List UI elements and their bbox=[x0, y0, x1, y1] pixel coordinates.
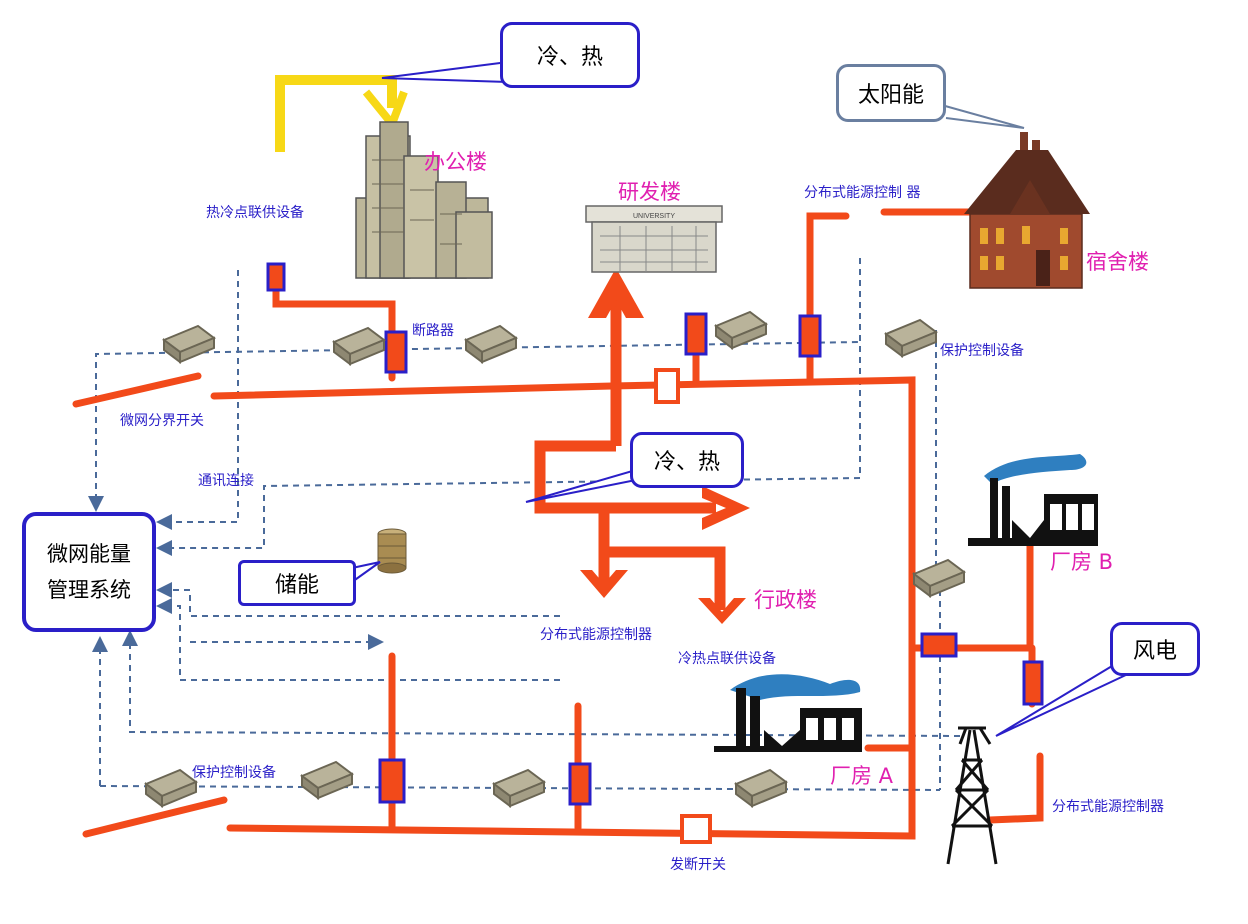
label-rnd: 研发楼 bbox=[618, 180, 681, 204]
svg-text:UNIVERSITY: UNIVERSITY bbox=[633, 213, 675, 220]
label-gen-switch: 发断开关 bbox=[670, 857, 726, 873]
protection-device-icon bbox=[161, 324, 217, 364]
label-admin: 行政楼 bbox=[754, 588, 817, 612]
label-protection-bottom: 保护控制设备 bbox=[192, 765, 276, 781]
label-factory-a: 厂房 A bbox=[830, 764, 894, 788]
callout-tails bbox=[351, 61, 1129, 737]
power-lines bbox=[72, 208, 1044, 840]
breaker-icon bbox=[798, 314, 822, 358]
ems-line-1: 微网能量 bbox=[47, 542, 131, 566]
breakers bbox=[266, 262, 1044, 844]
label-protection-right: 保护控制设备 bbox=[940, 343, 1024, 359]
wind-turbine-icon bbox=[946, 726, 998, 865]
protection-device-icon bbox=[491, 768, 547, 808]
label-boundary-switch: 微网分界开关 bbox=[120, 413, 204, 429]
arrow-heads bbox=[580, 268, 750, 624]
protection-device-icon bbox=[733, 768, 789, 808]
breaker-icon bbox=[1022, 660, 1044, 706]
label-comm-link: 通讯连接 bbox=[198, 473, 254, 489]
office-building-icon bbox=[355, 121, 493, 279]
callout-solar: 太阳能 bbox=[836, 64, 946, 122]
protection-devices bbox=[143, 310, 967, 808]
label-dist-ctrl-top: 分布式能源控制 器 bbox=[804, 185, 921, 201]
protection-device-icon bbox=[331, 326, 387, 366]
breaker-icon bbox=[378, 758, 406, 804]
label-chp-top: 热冷点联供设备 bbox=[206, 205, 304, 221]
callout-storage: 储能 bbox=[238, 560, 356, 606]
label-factory-b: 厂房 B bbox=[1050, 550, 1114, 574]
breaker-icon bbox=[920, 632, 958, 658]
dormitory-house-icon bbox=[964, 132, 1090, 289]
factory-icon bbox=[968, 454, 1098, 546]
protection-device-icon bbox=[713, 310, 769, 350]
breaker-icon bbox=[266, 262, 286, 292]
battery-storage-icon bbox=[377, 528, 407, 574]
protection-device-icon bbox=[883, 318, 939, 358]
university-building-icon: UNIVERSITY bbox=[585, 205, 723, 273]
ems-line-2: 管理系统 bbox=[47, 578, 131, 602]
breaker-icon bbox=[680, 814, 712, 844]
callout-top-cold-heat: 冷、热 bbox=[500, 22, 640, 88]
label-dorm: 宿舍楼 bbox=[1086, 250, 1149, 274]
heat-distribution-arrows bbox=[534, 290, 726, 610]
callout-center-cold-heat: 冷、热 bbox=[630, 432, 744, 488]
label-breaker: 断路器 bbox=[412, 323, 454, 339]
label-dist-ctrl-right: 分布式能源控制器 bbox=[1052, 799, 1164, 815]
label-chp-center: 冷热点联供设备 bbox=[678, 651, 776, 667]
callout-tail-solar bbox=[937, 103, 1025, 129]
breaker-icon bbox=[654, 368, 680, 404]
factory-icon bbox=[714, 674, 862, 752]
protection-device-icon bbox=[911, 558, 967, 598]
label-dist-ctrl-center: 分布式能源控制器 bbox=[540, 627, 652, 643]
label-office: 办公楼 bbox=[424, 150, 487, 174]
breaker-icon bbox=[568, 762, 592, 806]
breaker-icon bbox=[684, 312, 708, 356]
breaker-icon bbox=[384, 330, 408, 374]
energy-management-system: 微网能量 管理系统 bbox=[22, 512, 156, 632]
callout-wind: 风电 bbox=[1110, 622, 1200, 676]
protection-device-icon bbox=[463, 324, 519, 364]
protection-device-icon bbox=[299, 760, 355, 800]
protection-device-icon bbox=[143, 768, 199, 808]
